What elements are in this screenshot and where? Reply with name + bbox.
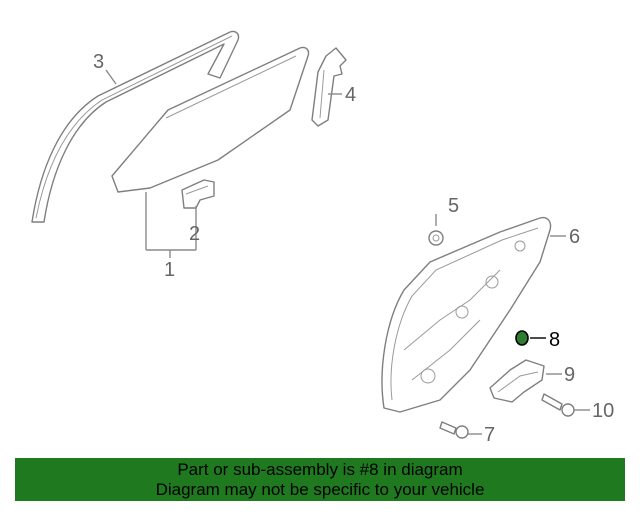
callout-7: 7 [484,424,495,446]
callout-5: 5 [448,195,459,217]
part-3-glass-run-channel [31,30,240,223]
part-10-bolt [541,393,575,417]
callout-2: 2 [189,223,200,245]
part-1-door-glass [111,46,310,193]
info-banner: Part or sub-assembly is #8 in diagram Di… [15,458,625,501]
part-4-rear-channel [311,47,347,127]
callout-4: 4 [345,84,356,106]
part-6-window-regulator [381,216,552,413]
parts-diagram: 1 2 3 4 5 6 7 8 9 10 [31,30,614,446]
banner-line-1: Part or sub-assembly is #8 in diagram [177,460,463,479]
part-7-bolt [439,421,469,439]
part-5-nut [428,230,444,246]
part-8-grommet-highlighted [515,330,529,346]
callout-6: 6 [569,226,580,248]
part-2-glass-bracket [181,179,215,209]
callout-9: 9 [564,364,575,386]
callout-1: 1 [164,259,175,281]
part-9-motor [489,359,545,403]
callout-3: 3 [93,51,104,73]
banner-line-2: Diagram may not be specific to your vehi… [155,480,485,499]
leader-lines [105,69,590,435]
callout-10: 10 [592,400,614,422]
callout-8: 8 [549,329,560,351]
